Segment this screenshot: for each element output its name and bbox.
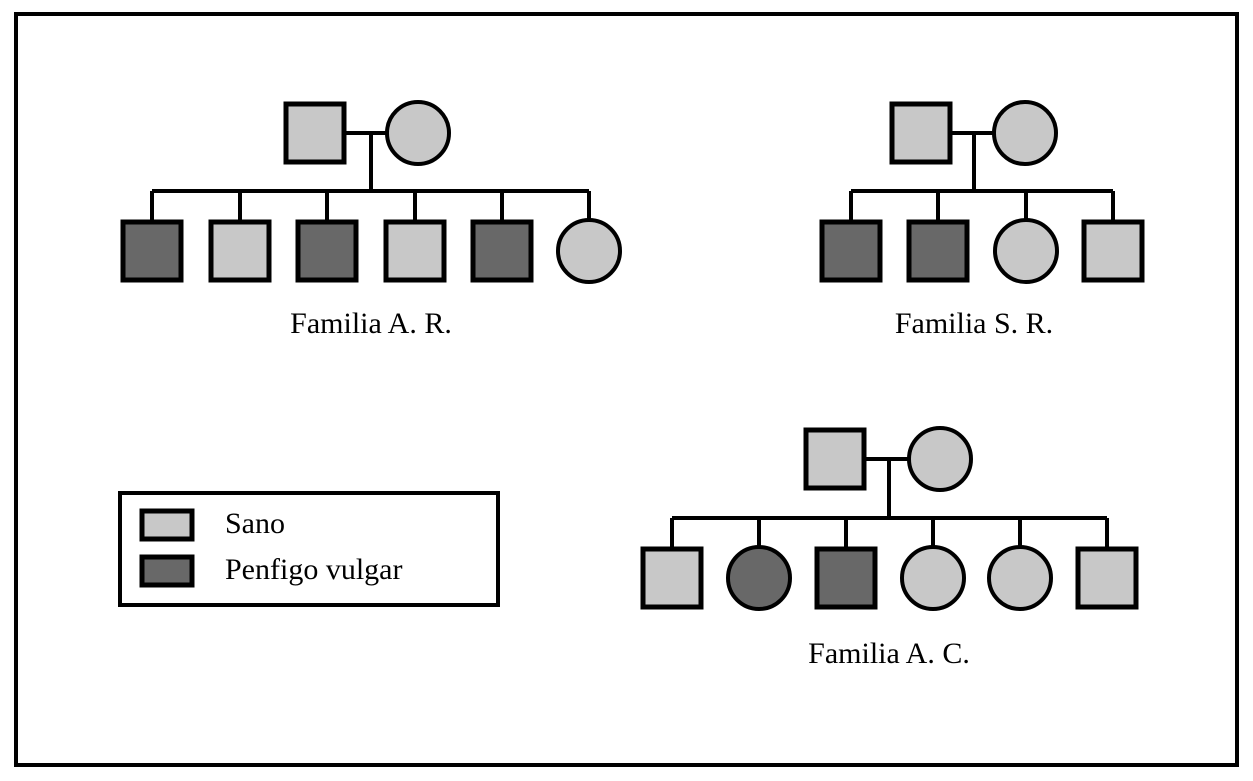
child-familia-a-r-square-0: [120, 219, 184, 283]
families-layer: Familia A. R. Familia S. R. Familia A. C.: [120, 100, 1145, 670]
parent-familia-a-r-circle-1: [385, 100, 451, 166]
child-familia-s-r-square-1: [906, 219, 970, 283]
legend-label-1: Penfigo vulgar: [225, 553, 402, 586]
child-familia-a-c-square-2: [814, 546, 878, 610]
legend-label-0: Sano: [225, 507, 285, 540]
child-familia-s-r-circle-2: [993, 218, 1059, 284]
child-familia-a-c-circle-4: [987, 545, 1053, 611]
child-familia-a-c-circle-3: [900, 545, 966, 611]
legend-swatch-1: [139, 554, 195, 588]
child-familia-a-r-circle-5: [556, 218, 622, 284]
legend-swatch-0: [139, 508, 195, 542]
child-familia-s-r-square-3: [1081, 219, 1145, 283]
family-label-familia-a-r: Familia A. R.: [290, 307, 452, 340]
figure-border-group: [14, 12, 1239, 767]
family-label-familia-a-c: Familia A. C.: [808, 637, 970, 670]
family-group-familia-a-r: Familia A. R.: [120, 100, 622, 340]
family-label-familia-s-r: Familia S. R.: [895, 307, 1053, 340]
child-familia-a-r-square-3: [383, 219, 447, 283]
child-familia-a-c-square-5: [1075, 546, 1139, 610]
child-familia-s-r-square-0: [819, 219, 883, 283]
child-familia-a-r-square-4: [470, 219, 534, 283]
legend-border: [118, 491, 500, 607]
child-familia-a-c-square-0: [640, 546, 704, 610]
family-group-familia-s-r: Familia S. R.: [819, 100, 1145, 340]
child-familia-a-c-circle-1: [726, 545, 792, 611]
parent-familia-s-r-circle-1: [992, 100, 1058, 166]
parent-familia-s-r-square-0: [889, 101, 953, 165]
parent-familia-a-c-circle-1: [907, 426, 973, 492]
family-group-familia-a-c: Familia A. C.: [640, 426, 1139, 670]
child-familia-a-r-square-2: [295, 219, 359, 283]
figure-border: [14, 12, 1239, 767]
parent-familia-a-r-square-0: [283, 101, 347, 165]
child-familia-a-r-square-1: [208, 219, 272, 283]
parent-familia-a-c-square-0: [803, 427, 867, 491]
